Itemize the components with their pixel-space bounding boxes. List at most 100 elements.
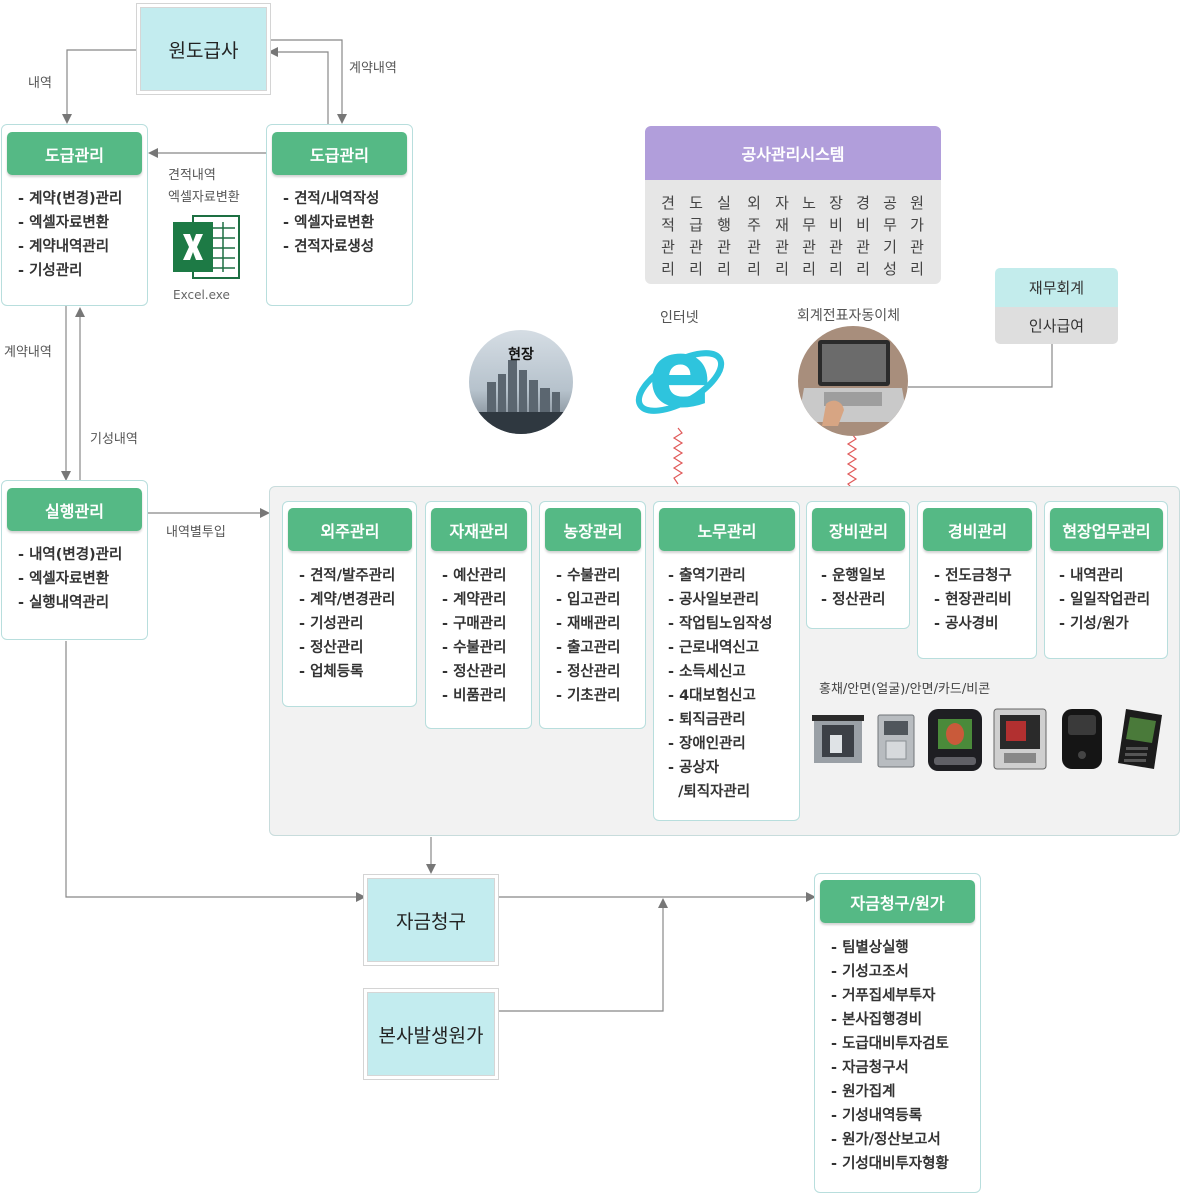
subcontract-right-panel: 도급관리 - 견적/내역작성 - 엑셀자료변환 - 견적자료생성 (266, 124, 413, 306)
label-internet: 인터넷 (660, 310, 699, 326)
list-item: - 소득세신고 (668, 664, 746, 680)
list-item: - 견적자료생성 (283, 239, 375, 255)
device-gate-icon (810, 711, 866, 767)
system-title: 공사관리시스템 (645, 126, 941, 180)
module-expense-list: - 전도금청구 - 현장관리비 - 공사경비 (934, 564, 1012, 636)
laptop-image (798, 326, 908, 436)
module-material-title[interactable]: 자재관리 (431, 508, 527, 551)
list-item: - 계약/변경관리 (299, 592, 396, 608)
execution-title[interactable]: 실행관리 (7, 488, 142, 531)
module-site-work-list: - 내역관리 - 일일작업관리 - 기성/원가 (1059, 564, 1150, 636)
list-item: - 정산관리 (442, 664, 507, 680)
list-item: - 정산관리 (821, 592, 886, 608)
device-fingerprint-icon (992, 707, 1048, 771)
execution-panel: 실행관리 - 내역(변경)관리 - 엑셀자료변환 - 실행내역관리 (1, 480, 148, 640)
subcontract-left-panel: 도급관리 - 계약(변경)관리 - 엑셀자료변환 - 계약내역관리 - 기성관리 (1, 124, 148, 306)
claim-cost-panel: 자금청구/원가 - 팀별상실행 - 기성고조서 - 거푸집세부투자 - 본사집행… (814, 873, 981, 1193)
list-item: - 기성내역등록 (831, 1108, 923, 1124)
finance-box: 재무회계 인사급여 (995, 268, 1118, 344)
module-site-work-title[interactable]: 현장업무관리 (1050, 508, 1163, 551)
subcontract-left-title[interactable]: 도급관리 (7, 132, 142, 175)
module-labor-title[interactable]: 노무관리 (659, 508, 795, 551)
module-farm-title[interactable]: 농장관리 (545, 508, 641, 551)
subcontract-right-list: - 견적/내역작성 - 엑셀자료변환 - 견적자료생성 (283, 187, 379, 259)
device-face-icon (926, 707, 984, 773)
list-item: - 공사경비 (934, 616, 999, 632)
list-item: - 기성/원가 (1059, 616, 1129, 632)
list-item: - 입고관리 (556, 592, 621, 608)
label-contract-detail-left: 계약내역 (4, 345, 52, 360)
list-item: - 기성대비투자형황 (831, 1156, 949, 1172)
device-handheld-icon (1112, 705, 1168, 773)
finance-top[interactable]: 재무회계 (995, 268, 1118, 307)
wave-laptop (846, 433, 858, 489)
arrow-execution-to-claim (65, 641, 366, 902)
fund-claim-label: 자금청구 (396, 910, 466, 933)
subcontract-left-list: - 계약(변경)관리 - 엑셀자료변환 - 계약내역관리 - 기성관리 (18, 187, 122, 283)
list-item: - 기성관리 (299, 616, 364, 632)
label-devices: 홍채/안면(얼굴)/안면/카드/비콘 (819, 682, 991, 697)
claim-cost-title[interactable]: 자금청구/원가 (820, 880, 975, 923)
label-naeyeok: 내역 (28, 76, 52, 91)
list-item: - 도급대비투자검토 (831, 1036, 949, 1052)
list-item: - 4대보험신고 (668, 688, 756, 704)
list-item: - 출고관리 (556, 640, 621, 656)
list-item: - 정산관리 (299, 640, 364, 656)
list-item: - 정산관리 (556, 664, 621, 680)
line-finance-to-laptop (908, 344, 1053, 388)
label-excel-convert: 엑셀자료변환 (168, 190, 240, 205)
module-site-work: 현장업무관리 - 내역관리 - 일일작업관리 - 기성/원가 (1044, 501, 1168, 659)
label-input-by-item: 내역별투입 (166, 525, 226, 540)
arrow-contractor-to-right (270, 39, 347, 124)
list-item: - 기성고조서 (831, 964, 909, 980)
list-item: - 현장관리비 (934, 592, 1012, 608)
module-outsource-list: - 견적/발주관리 - 계약/변경관리 - 기성관리 - 정산관리 - 업체등록 (299, 564, 395, 684)
claim-cost-list: - 팀별상실행 - 기성고조서 - 거푸집세부투자 - 본사집행경비 - 도급대… (831, 936, 949, 1176)
module-labor: 노무관리 - 출역기관리 - 공사일보관리 - 작업팀노임작성 - 근로내역신고… (653, 501, 800, 821)
module-expense: 경비관리 - 전도금청구 - 현장관리비 - 공사경비 (917, 501, 1037, 659)
finance-bottom[interactable]: 인사급여 (995, 307, 1118, 344)
list-item: - 기초관리 (556, 688, 621, 704)
label-auto-transfer: 회계전표자동이체 (797, 308, 901, 324)
list-item: - 계약관리 (442, 592, 507, 608)
list-item: - 견적/내역작성 (283, 191, 380, 207)
list-item: - 재배관리 (556, 616, 621, 632)
list-item: - 자금청구서 (831, 1060, 909, 1076)
label-excel-exe: Excel.exe (173, 288, 230, 302)
list-item: - 거푸집세부투자 (831, 988, 936, 1004)
list-item: - 구매관리 (442, 616, 507, 632)
site-label: 현장 (508, 347, 534, 363)
subcontract-right-title[interactable]: 도급관리 (272, 132, 407, 175)
hq-cost-label: 본사발생원가 (378, 1024, 484, 1047)
list-item: - 공사일보관리 (668, 592, 760, 608)
list-item: - 원가집계 (831, 1084, 896, 1100)
contractor-box: 원도급사 (140, 7, 267, 91)
list-item: - 기성관리 (18, 263, 83, 279)
module-farm-list: - 수불관리 - 입고관리 - 재배관리 - 출고관리 - 정산관리 - 기초관… (556, 564, 620, 708)
site-image: 현장 (469, 330, 573, 434)
list-item: - 내역(변경)관리 (18, 547, 123, 563)
module-expense-title[interactable]: 경비관리 (923, 508, 1032, 551)
hq-cost-box: 본사발생원가 (367, 992, 495, 1076)
list-item: - 공상자 (668, 760, 720, 776)
module-area: 외주관리 - 견적/발주관리 - 계약/변경관리 - 기성관리 - 정산관리 -… (269, 486, 1180, 836)
list-item: - 비품관리 (442, 688, 507, 704)
module-outsource-title[interactable]: 외주관리 (288, 508, 412, 551)
list-item: - 본사집행경비 (831, 1012, 923, 1028)
module-equipment-title[interactable]: 장비관리 (812, 508, 905, 551)
contractor-label: 원도급사 (168, 39, 239, 62)
list-item: - 엑셀자료변환 (18, 571, 110, 587)
list-item: - 장애인관리 (668, 736, 746, 752)
module-outsource: 외주관리 - 견적/발주관리 - 계약/변경관리 - 기성관리 - 정산관리 -… (282, 501, 417, 707)
list-item: - 업체등록 (299, 664, 364, 680)
